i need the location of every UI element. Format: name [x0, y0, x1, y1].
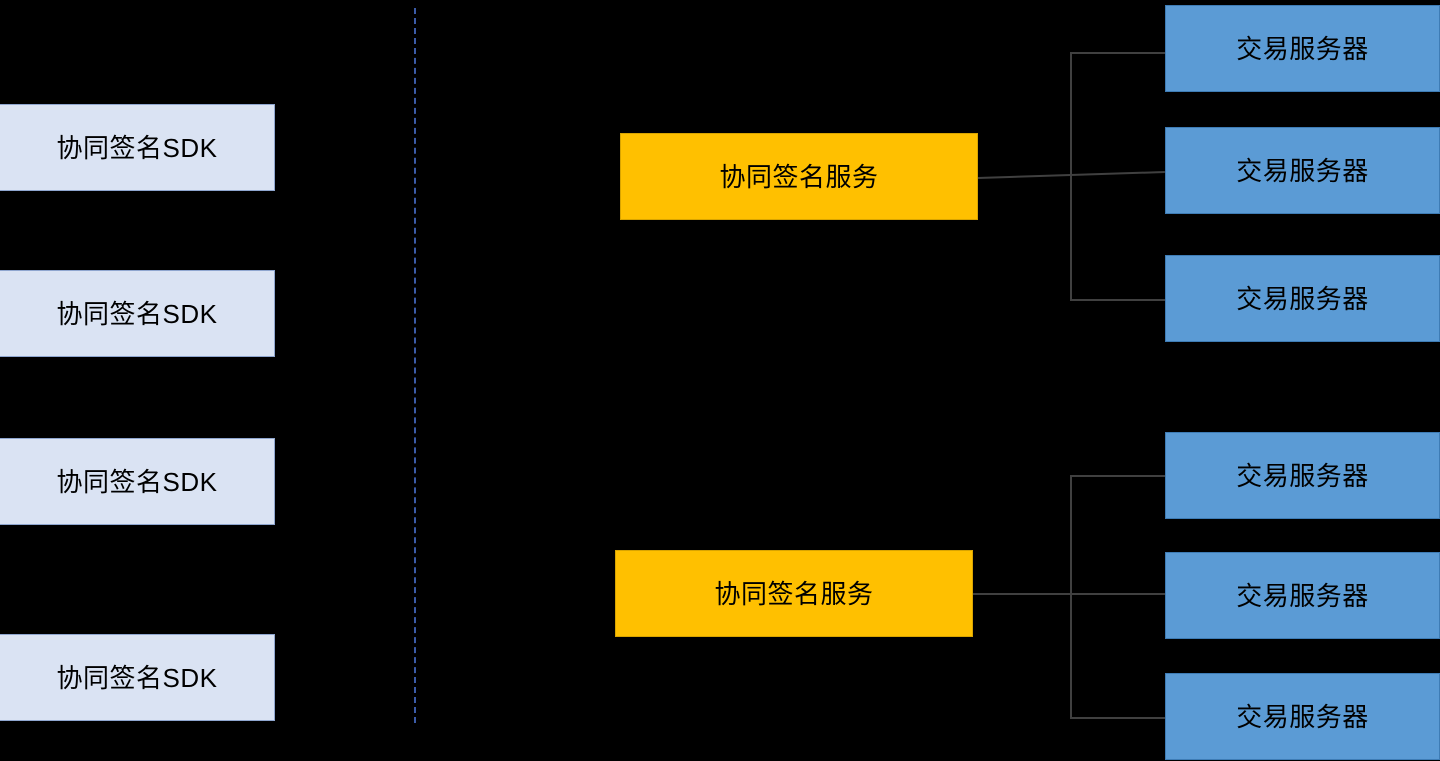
- sdk-node-2[interactable]: 协同签名SDK: [0, 270, 275, 357]
- sdk-node-1-label: 协同签名SDK: [56, 132, 218, 163]
- server-node-2[interactable]: 交易服务器: [1165, 127, 1440, 214]
- bottom-connector-branch-upper: [1070, 475, 1165, 477]
- bottom-connector-branch-lower: [1070, 717, 1165, 719]
- bottom-connector-spine: [1070, 475, 1072, 719]
- service-node-1-label: 协同签名服务: [719, 161, 879, 192]
- sdk-node-1[interactable]: 协同签名SDK: [0, 104, 275, 191]
- top-connector-branch-lower: [1070, 299, 1165, 301]
- server-node-3-label: 交易服务器: [1236, 283, 1369, 314]
- server-node-3[interactable]: 交易服务器: [1165, 255, 1440, 342]
- bottom-connector-trunk: [973, 593, 1165, 595]
- server-node-6[interactable]: 交易服务器: [1165, 673, 1440, 760]
- server-node-1-label: 交易服务器: [1236, 33, 1369, 64]
- server-node-6-label: 交易服务器: [1236, 701, 1369, 732]
- top-connector-spine: [1070, 52, 1072, 301]
- server-node-4[interactable]: 交易服务器: [1165, 432, 1440, 519]
- sdk-node-3[interactable]: 协同签名SDK: [0, 438, 275, 525]
- server-node-4-label: 交易服务器: [1236, 460, 1369, 491]
- service-node-2[interactable]: 协同签名服务: [615, 550, 973, 637]
- server-node-5-label: 交易服务器: [1236, 580, 1369, 611]
- sdk-node-2-label: 协同签名SDK: [56, 298, 218, 329]
- server-node-2-label: 交易服务器: [1236, 155, 1369, 186]
- service-node-1[interactable]: 协同签名服务: [620, 133, 978, 220]
- sdk-node-4[interactable]: 协同签名SDK: [0, 634, 275, 721]
- server-node-5[interactable]: 交易服务器: [1165, 552, 1440, 639]
- vertical-dashed-divider: [414, 8, 416, 723]
- service-node-2-label: 协同签名服务: [714, 578, 874, 609]
- sdk-node-4-label: 协同签名SDK: [56, 662, 218, 693]
- top-connector-branch-upper: [1070, 52, 1165, 54]
- sdk-node-3-label: 协同签名SDK: [56, 466, 218, 497]
- server-node-1[interactable]: 交易服务器: [1165, 5, 1440, 92]
